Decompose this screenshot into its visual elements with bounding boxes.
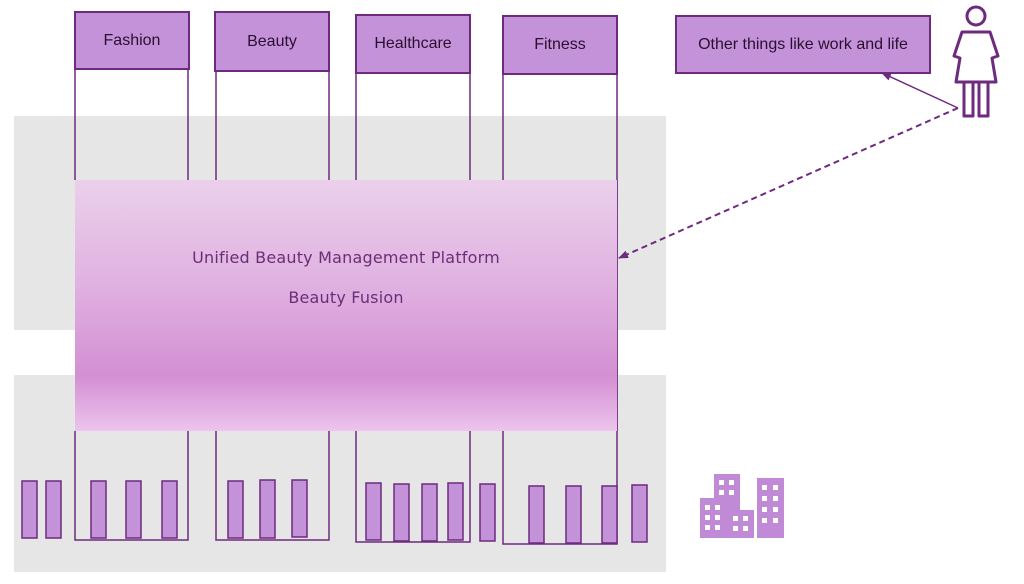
column-healthcare	[355, 73, 471, 543]
bar	[161, 480, 178, 539]
platform-subtitle: Beauty Fusion	[288, 288, 404, 307]
category-label: Fitness	[534, 36, 586, 53]
bar	[259, 479, 276, 539]
category-label: Healthcare	[374, 35, 452, 52]
bar	[21, 480, 38, 539]
category-label: Beauty	[247, 32, 297, 50]
category-healthcare: Healthcare	[355, 14, 471, 74]
other-things-label: Other things like work and life	[698, 35, 908, 53]
buildings-icon	[700, 474, 784, 538]
bar	[45, 480, 62, 539]
bar	[227, 480, 244, 539]
column-fashion	[74, 69, 189, 541]
bar	[528, 485, 545, 544]
column-beauty	[215, 71, 330, 541]
bar	[447, 482, 464, 541]
bottom-bars	[21, 479, 648, 544]
bar	[421, 483, 438, 542]
bar	[565, 485, 582, 544]
bar	[479, 483, 496, 542]
category-fashion: Fashion	[74, 11, 190, 70]
category-fitness: Fitness	[502, 15, 618, 75]
bar	[291, 479, 308, 538]
platform-box: Unified Beauty Management Platform Beaut…	[75, 180, 618, 431]
arrow-to-other	[881, 72, 959, 109]
person-icon	[952, 5, 1000, 118]
bar	[90, 480, 107, 539]
bar	[393, 483, 410, 542]
category-beauty: Beauty	[214, 11, 330, 72]
bar	[365, 482, 382, 541]
bar	[125, 480, 142, 539]
platform-title: Unified Beauty Management Platform	[192, 248, 500, 267]
bar	[601, 485, 618, 544]
bar	[631, 484, 648, 543]
other-things-box: Other things like work and life	[675, 15, 931, 74]
category-label: Fashion	[103, 31, 161, 49]
arrow-to-platform	[618, 107, 959, 259]
